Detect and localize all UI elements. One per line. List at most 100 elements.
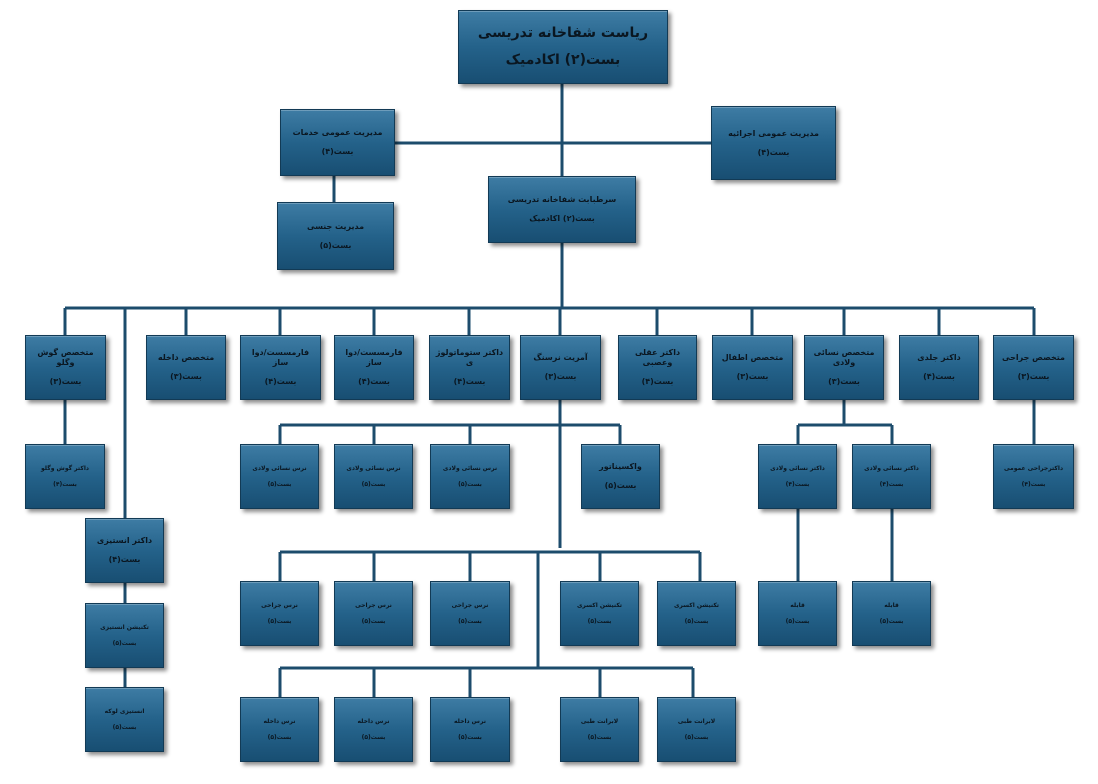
position-title: تکنیشن اکسری <box>673 601 720 609</box>
position-title: داکتر ستوماتولوژ ی <box>435 348 504 367</box>
position-title: داکتر جلدی <box>917 353 961 362</box>
position-grade: بست(۴) <box>453 377 486 386</box>
position-title: لابرانت طبی <box>677 717 716 725</box>
position-title: قابله <box>884 601 899 609</box>
position-title: داکتر گوش وگلو <box>41 464 89 472</box>
position-title: قابله <box>790 601 805 609</box>
position-title: نرس جراحی <box>355 601 392 609</box>
org-box-xray-tech-2: تکنیشن اکسری بست(۵) <box>657 581 736 646</box>
org-box-anesthesia-tech: تکنیشن انستیزی بست(۵) <box>85 603 164 668</box>
position-grade: بست(۵) <box>112 640 137 647</box>
position-grade: بست(۲) اکادمیک <box>505 51 621 68</box>
position-title: داکتر نسائی ولادی <box>864 464 919 472</box>
org-box-ent-doctor: داکتر گوش وگلو بست(۴) <box>25 444 105 509</box>
position-title: آمریت نرسنگ <box>533 353 588 362</box>
position-title: نرس جراحی <box>451 601 489 609</box>
position-grade: بست(۲) اکادمیک <box>529 214 595 223</box>
position-title: داکتر عقلی وعصبی <box>634 348 681 367</box>
position-grade: بست(۴) <box>108 555 141 564</box>
org-box-pharmacist-2: فارمسست/دوا ساز بست(۴) <box>334 335 414 400</box>
position-grade: بست(۴) <box>757 147 790 157</box>
position-title: انستیزی لوکه <box>104 707 145 715</box>
position-grade: بست(۵) <box>112 724 137 731</box>
position-title: متخصص گوش وگلو <box>37 348 94 367</box>
position-grade: بست(۳) <box>1017 372 1050 381</box>
position-title: ریاست شفاخانه تدریسی <box>477 25 649 41</box>
position-grade: بست(۵) <box>587 734 612 741</box>
position-grade: بست(۴) <box>785 481 810 488</box>
position-title: واکسیناتور <box>599 462 642 471</box>
position-title: متخصص داخله <box>157 353 215 362</box>
position-title: متخصص اطفال <box>721 353 784 362</box>
org-box-nurse-obgyn-1: نرس نسائی ولادی بست(۵) <box>240 444 319 509</box>
position-title: مدیریت عمومی خدمات <box>292 128 383 137</box>
position-title: نرس داخله <box>454 717 486 725</box>
position-grade: بست(۵) <box>267 481 292 488</box>
position-grade: بست(۵) <box>319 240 352 250</box>
org-box-stomatologist: داکتر ستوماتولوژ ی بست(۴) <box>429 335 510 400</box>
position-grade: بست(۵) <box>458 734 482 741</box>
position-grade: بست(۴) <box>53 481 77 488</box>
position-grade: بست(۵) <box>267 618 292 625</box>
org-box-midwife-1: قابله بست(۵) <box>758 581 837 646</box>
position-title: متخصص جراحی <box>1002 353 1065 362</box>
position-grade: بست(۵) <box>458 618 482 625</box>
org-box-surgery-spec: متخصص جراحی بست(۳) <box>993 335 1074 400</box>
position-grade: بست(۴) <box>358 377 390 386</box>
org-box-derma: داکتر جلدی بست(۴) <box>899 335 979 400</box>
position-title: نرس جراحی <box>261 601 298 609</box>
position-grade: بست(۴) <box>923 372 955 381</box>
position-title: داکتر انستیزی <box>96 536 153 545</box>
position-grade: بست(۵) <box>604 481 637 490</box>
position-title: فارمسست/دوا ساز <box>251 348 310 367</box>
org-box-vaccinator: واکسیناتور بست(۵) <box>581 444 660 509</box>
position-title: تکنیشن انستیزی <box>100 623 149 631</box>
position-title: فارمسست/دوا ساز <box>345 348 403 367</box>
position-title: داکتر نسائی ولادی <box>770 464 825 472</box>
org-box-nurse-surgery-3: نرس جراحی بست(۵) <box>430 581 510 646</box>
position-grade: بست(۳) <box>828 377 860 386</box>
position-grade: بست(۵) <box>267 734 292 741</box>
org-box-nurse-surgery-2: نرس جراحی بست(۵) <box>334 581 413 646</box>
position-grade: بست(۴) <box>264 377 297 386</box>
org-box-ent-spec: متخصص گوش وگلو بست(۳) <box>25 335 106 400</box>
position-title: نرس نسائی ولادی <box>346 464 401 472</box>
org-box-nurse-obgyn-2: نرس نسائی ولادی بست(۵) <box>334 444 413 509</box>
position-grade: بست(۵) <box>361 618 386 625</box>
position-grade: بست(۳) <box>544 372 577 381</box>
position-title: نرس نسائی ولادی <box>252 464 307 472</box>
org-box-anesthesia-assistant: انستیزی لوکه بست(۵) <box>85 687 164 752</box>
position-grade: بست(۵) <box>684 618 709 625</box>
org-box-internal-spec: متخصص داخله بست(۳) <box>146 335 226 400</box>
position-grade: بست(۵) <box>361 481 386 488</box>
org-box-nurse-internal-1: نرس داخله بست(۵) <box>240 697 319 762</box>
org-box-pharmacist-1: فارمسست/دوا ساز بست(۴) <box>240 335 321 400</box>
position-grade: بست(۵) <box>879 618 904 625</box>
org-box-midwife-2: قابله بست(۵) <box>852 581 931 646</box>
position-title: تکنیشن اکسری <box>576 601 623 609</box>
org-box-anesthesia-doctor: داکتر انستیزی بست(۴) <box>85 518 164 583</box>
org-box-nurse-surgery-1: نرس جراحی بست(۵) <box>240 581 319 646</box>
org-box-president: ریاست شفاخانه تدریسی بست(۲) اکادمیک <box>458 10 668 84</box>
position-grade: بست(۳) <box>170 372 202 381</box>
position-grade: بست(۳) <box>49 377 82 386</box>
position-grade: بست(۵) <box>361 734 386 741</box>
org-box-supplies: مدیریت جنسی بست(۵) <box>277 202 394 270</box>
position-title: نرس داخله <box>263 717 296 725</box>
position-grade: بست(۵) <box>785 618 810 625</box>
org-box-nurse-internal-3: نرس داخله بست(۵) <box>430 697 510 762</box>
org-box-services: مدیریت عمومی خدمات بست(۴) <box>280 109 395 176</box>
position-title: مدیریت جنسی <box>306 221 365 231</box>
position-grade: بست(۴) <box>321 147 354 156</box>
position-title: سرطبابت شفاخانه تدریسی <box>507 195 617 204</box>
